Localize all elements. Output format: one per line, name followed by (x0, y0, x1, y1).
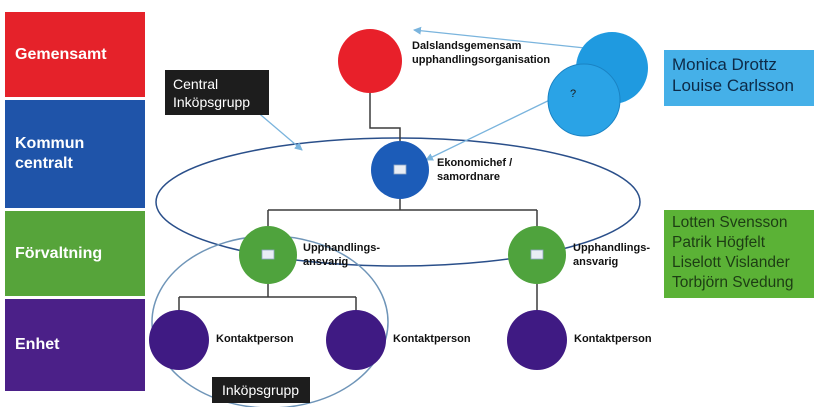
level-kommun-label-line2: centralt (15, 155, 73, 172)
kontaktperson-2-text: Kontaktperson (393, 333, 471, 345)
green-name-1: Lotten Svensson (672, 214, 788, 231)
unknown-person-circle-front (547, 63, 621, 137)
upphandling-right-label-line1: Upphandlings- (573, 242, 650, 254)
ekonomichef-label-line2: samordnare (437, 170, 500, 183)
inkopsgrupp-box: Inköpsgrupp (212, 377, 310, 403)
level-forvaltning-label: Förvaltning (15, 244, 103, 262)
kontaktperson-1-circle (149, 310, 209, 370)
kontaktperson-1-text: Kontaktperson (216, 333, 294, 345)
central-box-line2: Inköpsgrupp (173, 94, 251, 111)
level-gemensamt: Gemensamt (5, 12, 145, 97)
upphandling-right-label-line2: ansvarig (573, 255, 619, 268)
kontaktperson-1-label: Kontaktperson (216, 333, 294, 347)
green-name-3: Liselott Vislander (672, 254, 790, 272)
central-arrow (254, 109, 303, 151)
level-enhet-label: Enhet (15, 336, 60, 353)
level-enhet: Enhet (5, 299, 145, 391)
kontaktperson-2-circle (326, 310, 386, 370)
central-inkopsgrupp-box: Central Inköpsgrupp (165, 70, 269, 115)
level-kommun-centralt: Kommun centralt (5, 100, 145, 208)
green-names-box: Lotten Svensson Patrik Högfelt Liselott … (664, 210, 814, 298)
blue-name-2: Louise Carlsson (672, 76, 794, 96)
ekonomichef-label-line1: Ekonomichef / (437, 157, 513, 169)
green-name-2: Patrik Högfelt (672, 234, 766, 252)
kontaktperson-2-label: Kontaktperson (393, 333, 471, 347)
question-mark: ? (570, 88, 576, 100)
blue-names-box: Monica Drottz Louise Carlsson (664, 50, 814, 106)
ekonomichef-label: Ekonomichef / samordnare (437, 157, 512, 185)
upphandling-right-label: Upphandlings- ansvarig (573, 242, 650, 270)
kontaktperson-3-circle (507, 310, 567, 370)
level-gemensamt-label: Gemensamt (15, 45, 107, 63)
kontaktperson-3-label: Kontaktperson (574, 333, 652, 347)
dalsland-label-line2: upphandlingsorganisation (412, 53, 551, 66)
level-forvaltning: Förvaltning (5, 211, 145, 296)
upphandling-left-label: Upphandlings- ansvarig (303, 242, 380, 270)
central-box-line1: Central (173, 76, 219, 92)
blue-name-1: Monica Drottz (672, 55, 777, 74)
dalsland-arrow (413, 26, 586, 49)
level-kommun-label-line1: Kommun (15, 135, 85, 152)
upphandling-right-image-icon (530, 249, 544, 260)
ekonomichef-arrow (425, 94, 561, 161)
inkopsgrupp-box-label: Inköpsgrupp (222, 382, 300, 398)
connector-dalsland-ekonomichef (369, 92, 401, 142)
upphandling-left-label-line1: Upphandlings- (303, 242, 380, 254)
green-name-4: Torbjörn Svedung (672, 274, 794, 292)
kommun-group-ellipse (155, 137, 641, 267)
kontaktperson-3-text: Kontaktperson (574, 333, 652, 345)
ekonomichef-image-icon (393, 164, 407, 175)
dalsland-label-line1: Dalslandsgemensam (412, 40, 522, 52)
dalsland-label: Dalslandsgemensam upphandlingsorganisati… (412, 40, 550, 68)
upphandling-left-image-icon (261, 249, 275, 260)
upphandling-left-label-line2: ansvarig (303, 255, 349, 268)
dalsland-circle (338, 29, 402, 93)
